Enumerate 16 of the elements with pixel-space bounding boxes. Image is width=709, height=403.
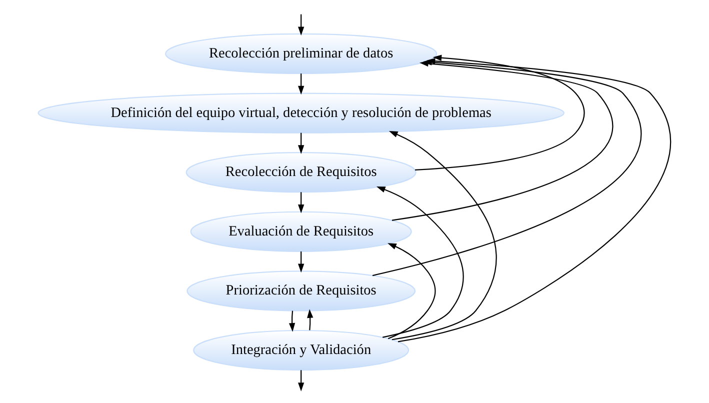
node-ellipse: Integración y Validación <box>193 329 410 370</box>
arrow <box>298 132 304 154</box>
node-ellipse: Evaluación de Requisitos <box>190 210 412 252</box>
arrow <box>298 73 304 94</box>
arrow <box>376 186 464 338</box>
arrow <box>298 14 304 36</box>
arrow <box>298 250 304 272</box>
arrow <box>298 370 304 391</box>
arrow <box>298 192 304 213</box>
arrow <box>288 310 296 332</box>
arrow <box>388 242 436 339</box>
arrow <box>388 130 497 340</box>
arrow <box>415 54 585 170</box>
arrow <box>307 308 314 330</box>
node-ellipse: Definición del equipo virtual, detección y resolución de problemas <box>38 92 564 133</box>
node-ellipse: Priorización de Requisitos <box>186 270 416 311</box>
